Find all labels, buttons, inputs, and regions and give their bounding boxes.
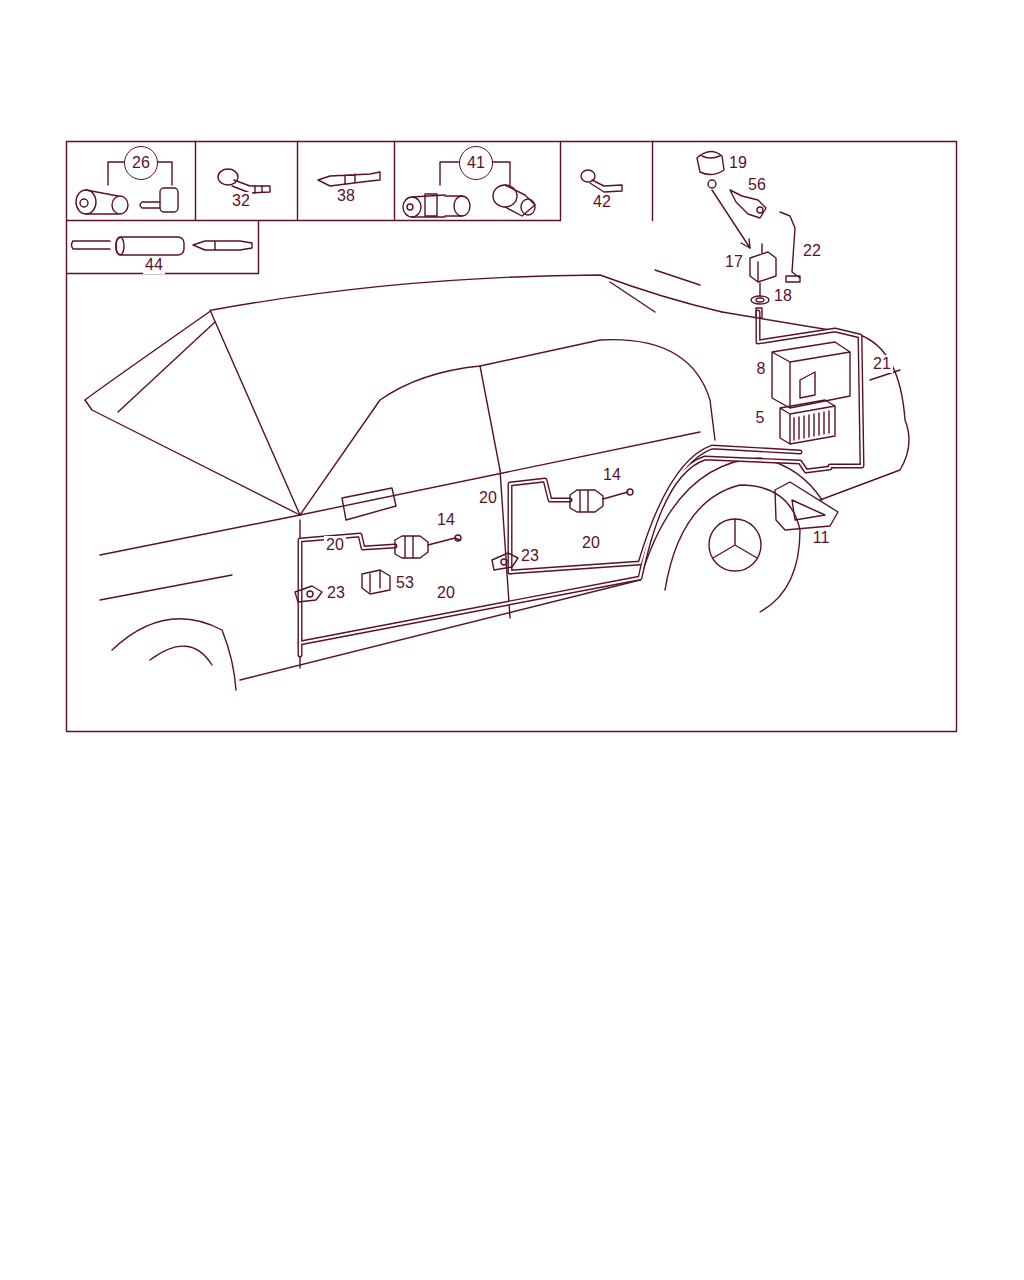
callout-number: 20 bbox=[477, 489, 499, 507]
callout-number: 23 bbox=[519, 547, 541, 565]
callout-number: 32 bbox=[230, 192, 252, 210]
callout-number: 17 bbox=[723, 253, 745, 271]
callout-circle: 41 bbox=[459, 146, 493, 180]
callout-circle: 26 bbox=[124, 146, 158, 180]
callout-number: 8 bbox=[755, 360, 768, 378]
callout-number: 23 bbox=[325, 584, 347, 602]
callout-number: 26 bbox=[132, 154, 150, 172]
callout-number: 5 bbox=[754, 409, 767, 427]
callout-number: 38 bbox=[335, 187, 357, 205]
callout-number: 41 bbox=[467, 154, 485, 172]
callout-number: 22 bbox=[801, 242, 823, 260]
callout-number: 42 bbox=[591, 193, 613, 211]
callout-number: 11 bbox=[811, 529, 832, 547]
callout-number: 20 bbox=[580, 534, 602, 552]
callout-number: 14 bbox=[601, 466, 623, 484]
callout-number: 14 bbox=[435, 511, 457, 529]
callout-number: 20 bbox=[324, 536, 346, 554]
callout-number: 56 bbox=[746, 176, 768, 194]
callout-number: 18 bbox=[772, 287, 794, 305]
callout-number: 19 bbox=[727, 154, 749, 172]
callout-number: 21 bbox=[871, 355, 893, 373]
callout-number: 53 bbox=[394, 574, 416, 592]
callout-number: 44 bbox=[143, 256, 165, 274]
callout-number: 20 bbox=[435, 584, 457, 602]
